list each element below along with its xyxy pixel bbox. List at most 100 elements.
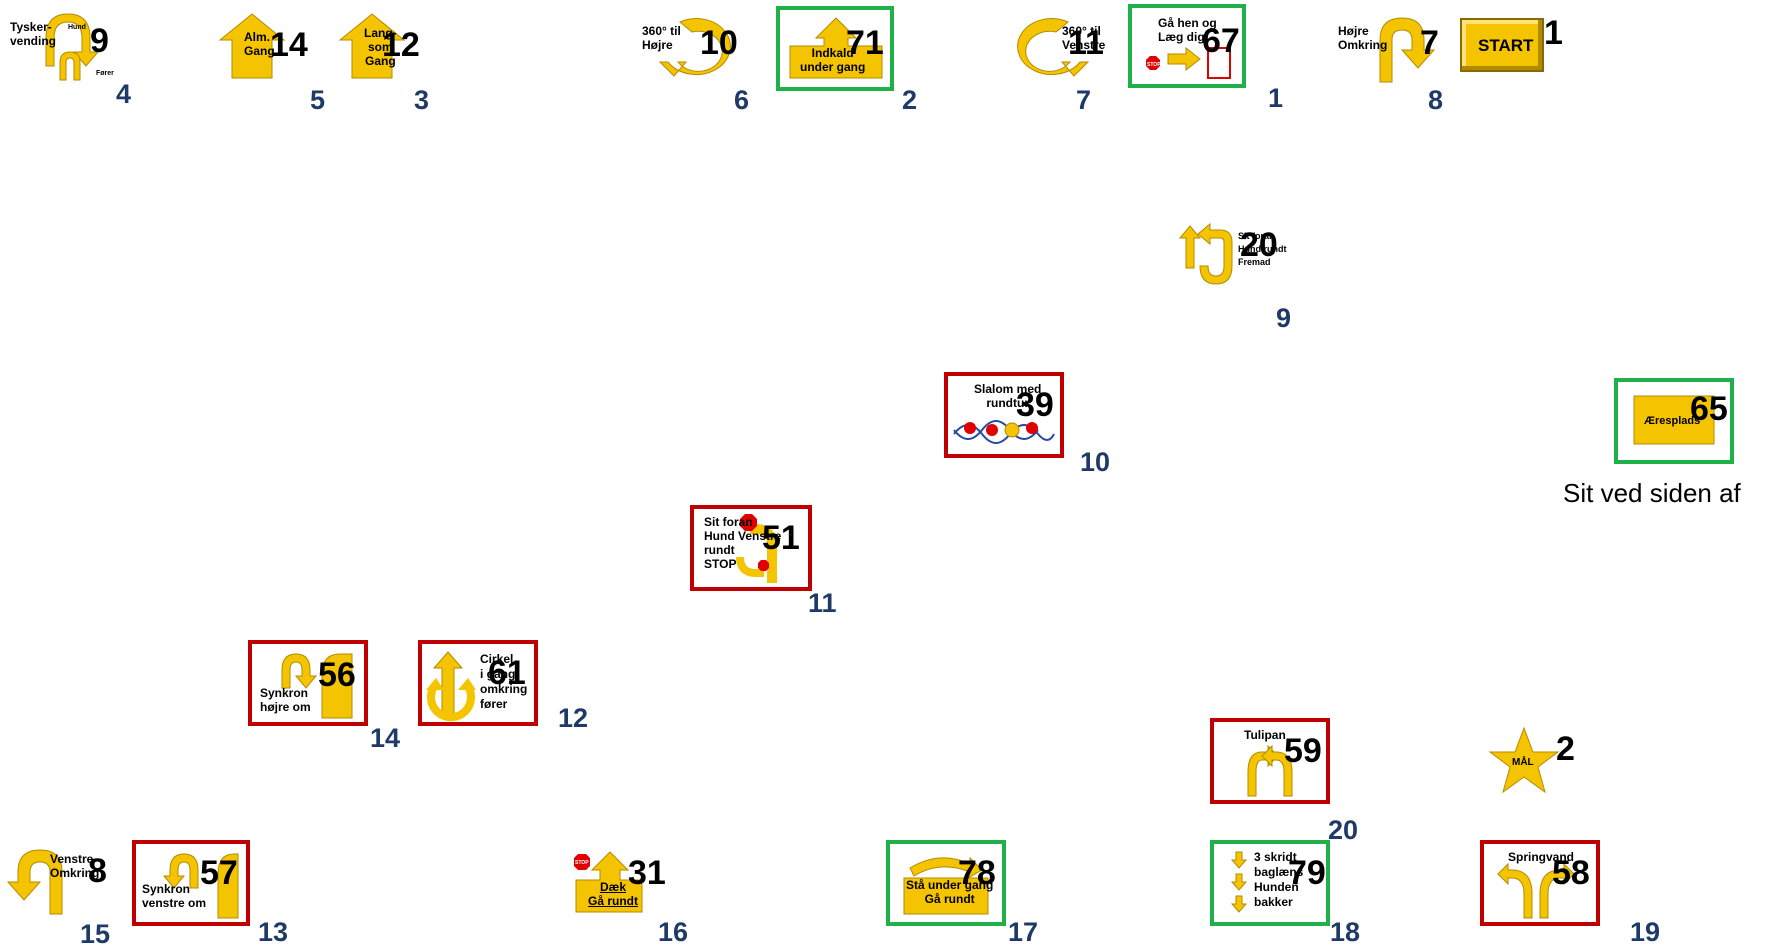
sign-360-hojre[interactable]: 360° til Højre 10 6 xyxy=(640,10,760,115)
start-sign xyxy=(1460,18,1544,72)
sign-maal[interactable]: MÅL 2 xyxy=(1480,722,1590,802)
tulip-icon xyxy=(1247,744,1293,797)
sign-label: Sit foran Hund Venstre rundt STOP xyxy=(704,515,782,571)
sign-number: 14 xyxy=(270,26,308,64)
sign-label: Indkald under gang xyxy=(800,46,866,74)
frame-red xyxy=(1480,840,1600,926)
sign-label: Lang- som Gang xyxy=(364,26,397,68)
sign-hojre-omkring[interactable]: Højre Omkring 7 8 xyxy=(1338,10,1458,115)
stop-arrow-icon xyxy=(736,514,777,583)
sign-slalom[interactable]: Slalom med rundtur 39 10 xyxy=(948,376,1128,486)
stop-arrow-icon xyxy=(1146,46,1231,79)
frame-red xyxy=(1210,718,1330,804)
sign-synkron-venstre[interactable]: Synkron venstre om 57 13 xyxy=(136,844,296,949)
sign-number: 59 xyxy=(1284,732,1322,770)
sign-label: Dæk Gå rundt xyxy=(588,880,638,908)
stop-text: STOP xyxy=(1147,62,1161,68)
sign-label: 3 skridt baglæns Hunden bakker xyxy=(1254,850,1304,909)
order-number: 10 xyxy=(1080,447,1111,477)
sign-label: Tulipan xyxy=(1244,728,1286,742)
sign-daek[interactable]: STOP Dæk Gå rundt 31 16 xyxy=(566,844,716,949)
circle-arrows-icon xyxy=(426,651,476,722)
order-number: 13 xyxy=(258,917,289,947)
star-icon xyxy=(1488,726,1560,794)
sign-label: Tysker- vending xyxy=(10,20,57,48)
sign-start[interactable]: START 1 xyxy=(1460,10,1570,80)
sign-alm-gang[interactable]: Alm. Gang 14 5 xyxy=(216,10,326,115)
sign-number: 10 xyxy=(700,24,738,62)
order-number: 2 xyxy=(902,85,918,115)
note-sit-ved-siden-af: Sit ved siden af xyxy=(1563,478,1741,508)
sign-number: 56 xyxy=(318,656,356,694)
u-turn-right-icon xyxy=(1379,17,1436,83)
order-number: 19 xyxy=(1630,917,1661,947)
order-number: 3 xyxy=(414,85,430,115)
sign-indkald[interactable]: Indkald under gang 71 2 xyxy=(780,10,940,115)
sign-number: 65 xyxy=(1690,390,1728,428)
stop-text: STOP xyxy=(575,860,589,866)
sign-number: 11 xyxy=(1068,24,1104,62)
order-number: 16 xyxy=(658,917,689,947)
sign-sublabel-hund: Hund xyxy=(68,24,86,31)
order-number: 4 xyxy=(116,79,132,109)
sign-number: 71 xyxy=(846,24,884,62)
u-turn-left-icon xyxy=(162,853,239,919)
arrow-up-icon xyxy=(338,13,406,79)
sign-cirkel[interactable]: Cirkel i gang omkring fører 61 12 xyxy=(422,644,592,754)
sign-venstre-omkring[interactable]: Venstre Omkring 8 15 xyxy=(4,842,124,948)
frame-red xyxy=(690,505,812,591)
sign-number: 31 xyxy=(628,854,666,892)
order-number: 20 xyxy=(1328,815,1359,845)
order-number: 14 xyxy=(370,723,401,753)
sign-label: Synkron højre om xyxy=(260,686,311,714)
sign-number: 12 xyxy=(382,26,420,64)
sign-synkron-hojre[interactable]: Synkron højre om 56 14 xyxy=(252,644,412,754)
sign-label: Venstre Omkring xyxy=(50,852,100,880)
sign-label: START xyxy=(1478,36,1534,55)
order-number: 6 xyxy=(734,85,750,115)
frame-green xyxy=(1210,840,1330,926)
sign-ga-hen[interactable]: STOP Gå hen og Læg dig 67 1 xyxy=(1132,8,1292,118)
sign-number: 58 xyxy=(1552,854,1590,892)
sign-number: 79 xyxy=(1288,854,1326,892)
order-number: 11 xyxy=(808,588,837,618)
order-number: 1 xyxy=(1268,83,1284,113)
sign-sublabel-forer: Fører xyxy=(96,70,114,77)
sign-number: 9 xyxy=(90,22,109,60)
sign-label: Synkron venstre om xyxy=(142,882,207,910)
frame-green xyxy=(1128,4,1246,88)
sign-springvand[interactable]: Springvand 58 19 xyxy=(1484,844,1660,949)
order-number: 9 xyxy=(1276,303,1292,333)
sign-langsom-gang[interactable]: Lang- som Gang 12 3 xyxy=(336,10,446,115)
u-turn-left-icon xyxy=(6,849,63,915)
sign-label: Stå under gang Gå rundt xyxy=(906,878,994,906)
arrow-up-icon xyxy=(218,13,286,79)
sign-360-venstre[interactable]: 360° til Venstre 11 7 xyxy=(1010,10,1130,115)
sign-aeresplads[interactable]: Æresplads 65 xyxy=(1618,382,1748,472)
circle-right-icon xyxy=(658,18,731,77)
sign-number: 1 xyxy=(1544,14,1563,52)
sign-number: 61 xyxy=(488,654,526,692)
frame-red xyxy=(132,840,250,926)
sign-tulipan[interactable]: Tulipan 59 20 xyxy=(1214,722,1364,852)
order-number: 12 xyxy=(558,703,589,733)
sign-number: 2 xyxy=(1556,730,1575,768)
sign-sit-venstre[interactable]: Sit foran Hund Venstre rundt STOP 51 11 xyxy=(694,509,844,619)
frame-green xyxy=(886,840,1006,926)
sign-label: Sit foran Hund rundt Fremad xyxy=(1238,231,1287,267)
sign-sta-under-gang[interactable]: Stå under gang Gå rundt 78 17 xyxy=(890,844,1050,949)
sign-number: 57 xyxy=(200,854,238,892)
sign-sit-fremad[interactable]: Sit foran Hund rundt Fremad 20 9 xyxy=(1176,222,1306,342)
arrows-down-icon xyxy=(1230,851,1248,913)
sign-number: 8 xyxy=(88,852,107,890)
frame-red xyxy=(944,372,1064,458)
sign-tyskervending[interactable]: Tysker- vending Hund Fører 9 4 xyxy=(4,8,131,108)
frame-green xyxy=(776,6,894,91)
sign-label: Gå hen og Læg dig xyxy=(1158,16,1217,44)
sign-number: 67 xyxy=(1202,22,1240,60)
u-turn-right-icon xyxy=(281,653,353,719)
sign-label: Slalom med rundtur xyxy=(974,382,1042,410)
order-number: 7 xyxy=(1076,85,1092,115)
sign-3-skridt[interactable]: 3 skridt baglæns Hunden bakker 79 18 xyxy=(1214,844,1374,949)
rectangle-icon xyxy=(1633,395,1715,445)
